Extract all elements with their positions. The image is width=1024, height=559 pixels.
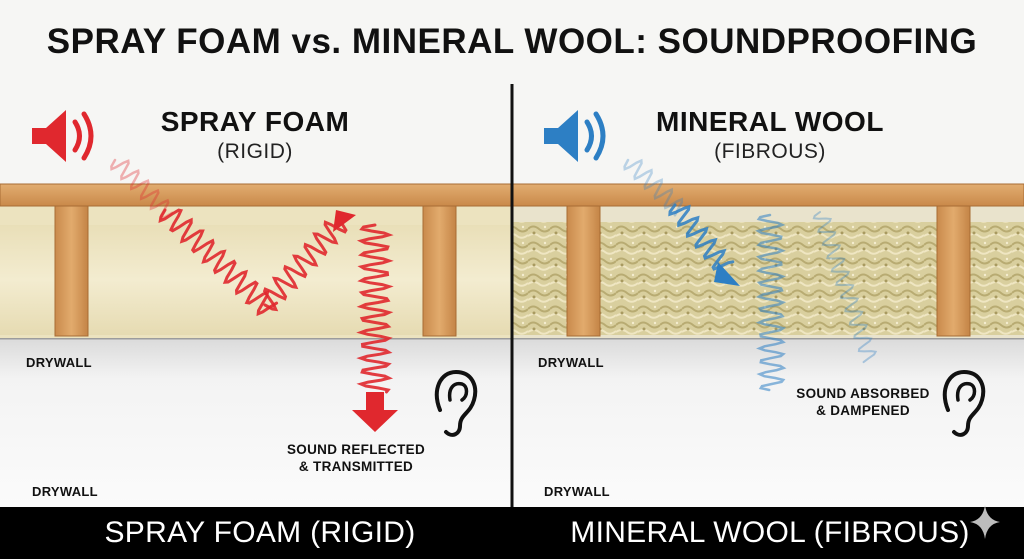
absorbed-wave-faded <box>812 211 878 364</box>
absorbed-caption: SOUND ABSORBED & DAMPENED <box>788 385 938 419</box>
drywall-label: DRYWALL <box>538 355 604 370</box>
mineral-wool-subheading: (FIBROUS) <box>714 140 826 163</box>
main-title: SPRAY FOAM vs. MINERAL WOOL: SOUNDPROOFI… <box>46 22 978 61</box>
footer-label-mineral-wool: MINERAL WOOL (FIBROUS) <box>570 516 970 549</box>
down-arrow-icon <box>352 410 398 432</box>
absorb-arrow-icon <box>714 262 740 286</box>
ear-icon <box>942 369 986 437</box>
stud <box>936 205 971 337</box>
absorbed-caption-line: & DAMPENED <box>816 403 910 418</box>
ear-icon <box>434 369 478 437</box>
drywall-label: DRYWALL <box>26 355 92 370</box>
reflected-wave <box>262 220 348 312</box>
footer-bar <box>0 507 1024 559</box>
incident-wave <box>158 208 279 317</box>
sound-waves-absorbed <box>623 158 878 392</box>
sound-waves-reflected <box>110 158 394 394</box>
mineral-wool-heading: MINERAL WOOL <box>656 106 884 137</box>
incident-wave-faded <box>623 158 684 217</box>
spray-foam-subheading: (RIGID) <box>217 140 293 163</box>
speaker-icon <box>32 110 94 162</box>
incident-wave <box>668 203 735 271</box>
reflected-caption-line: SOUND REFLECTED <box>286 442 425 457</box>
reflect-arrow-icon <box>333 210 356 232</box>
incident-wave-faded <box>110 158 174 221</box>
drywall-label: DRYWALL <box>544 484 610 499</box>
transmitted-wave <box>356 223 394 394</box>
reflected-caption: SOUND REFLECTED & TRANSMITTED <box>276 441 436 475</box>
stud <box>566 205 601 337</box>
reflected-caption-line: & TRANSMITTED <box>298 459 414 474</box>
down-arrow-shaft <box>366 392 384 412</box>
drywall-label: DRYWALL <box>32 484 98 499</box>
stud <box>54 205 89 337</box>
spray-foam-heading: SPRAY FOAM <box>160 106 350 137</box>
speaker-icon <box>544 110 606 162</box>
stud <box>422 205 457 337</box>
footer-label-spray-foam: SPRAY FOAM (RIGID) <box>104 516 416 549</box>
absorbed-caption-line: SOUND ABSORBED <box>796 386 930 401</box>
absorbed-wave <box>755 213 787 392</box>
